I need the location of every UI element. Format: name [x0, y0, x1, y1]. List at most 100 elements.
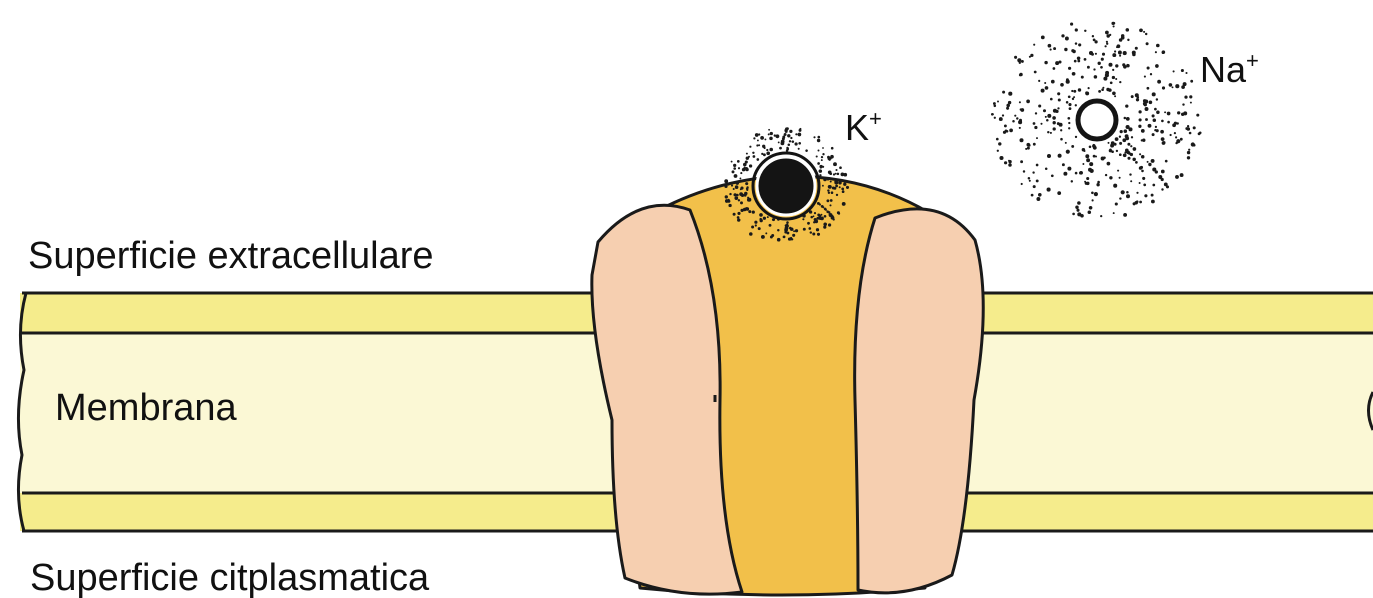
hydration-dot [1126, 194, 1130, 198]
hydration-dot [1175, 136, 1177, 138]
hydration-dot [807, 222, 810, 225]
hydration-dot [1080, 214, 1084, 218]
hydration-dot [1108, 142, 1110, 144]
hydration-dot [1177, 111, 1180, 114]
hydration-dot [761, 235, 765, 239]
hydration-dot [755, 133, 759, 137]
hydration-dot [768, 133, 770, 135]
extracellular-surface-label: Superficie extracellulare [28, 235, 434, 277]
hydration-dot [1051, 174, 1054, 177]
hydration-dot [732, 170, 735, 173]
hydration-dot [737, 218, 740, 221]
hydration-dot [830, 155, 834, 159]
sodium-core [1078, 101, 1116, 139]
hydration-dot [745, 182, 748, 185]
hydration-dot [782, 136, 785, 139]
hydration-dot [1021, 60, 1024, 63]
hydration-dot [783, 236, 785, 238]
hydration-dot [1156, 111, 1160, 115]
hydration-dot [1052, 116, 1056, 120]
hydration-dot [1152, 184, 1155, 187]
hydration-dot [1084, 181, 1086, 183]
hydration-dot [1059, 123, 1063, 127]
hydration-dot [1038, 193, 1042, 197]
hydration-dot [997, 150, 999, 152]
hydration-dot [1157, 80, 1161, 84]
hydration-dot [1117, 170, 1119, 172]
hydration-dot [1076, 209, 1079, 212]
hydration-dot [770, 132, 773, 135]
hydration-dot [993, 102, 996, 105]
hydration-dot [1124, 117, 1127, 120]
hydration-dot [1098, 62, 1101, 65]
hydration-dot [1026, 143, 1030, 147]
hydration-dot [1139, 166, 1142, 169]
hydration-dot [1089, 206, 1093, 210]
hydration-dot [1119, 55, 1121, 57]
hydration-dot [1119, 197, 1121, 199]
hydration-dot [1109, 34, 1111, 36]
hydration-dot [1144, 76, 1146, 78]
hydration-dot [786, 149, 789, 152]
hydration-dot [1019, 138, 1023, 142]
hydration-dot [1092, 35, 1094, 37]
hydration-dot [822, 206, 824, 208]
hydration-dot [1113, 25, 1115, 27]
hydration-dot [846, 186, 849, 189]
hydration-dot [1044, 61, 1047, 64]
hydration-dot [725, 195, 728, 198]
hydration-dot [1040, 123, 1042, 125]
hydration-dot [1055, 61, 1059, 65]
hydration-dot [795, 142, 798, 145]
hydration-dot [828, 170, 832, 174]
hydration-dot [1193, 126, 1196, 129]
hydration-dot [817, 162, 820, 165]
hydration-dot [1086, 182, 1089, 185]
hydration-dot [1150, 73, 1152, 75]
hydration-dot [755, 224, 757, 226]
cytoplasmic-surface-label: Superficie citplasmatica [30, 557, 430, 598]
hydration-dot [746, 153, 748, 155]
hydration-dot [1068, 103, 1071, 106]
hydration-dot [1119, 177, 1121, 179]
hydration-dot [1006, 104, 1010, 108]
hydration-dot [1161, 188, 1163, 190]
hydration-dot [1109, 149, 1112, 152]
hydration-dot [798, 148, 800, 150]
hydration-dot [1086, 177, 1089, 180]
hydration-dot [1147, 161, 1149, 163]
hydration-dot [1119, 142, 1122, 145]
hydration-dot [756, 144, 758, 146]
hydration-dot [1075, 136, 1077, 138]
hydration-dot [1079, 171, 1082, 174]
hydration-dot [785, 224, 788, 227]
hydration-dot [999, 156, 1003, 160]
hydration-dot [1062, 163, 1065, 166]
channel-subunit-right [855, 209, 984, 593]
hydration-dot [1144, 100, 1148, 104]
hydration-dot [1065, 37, 1069, 41]
hydration-dot [749, 146, 751, 148]
hydration-dot [1008, 160, 1010, 162]
hydration-dot [1174, 132, 1176, 134]
hydration-dot [1019, 101, 1021, 103]
hydration-dot [777, 238, 781, 242]
hydration-dot [842, 190, 844, 192]
hydration-dot [733, 188, 735, 190]
hydration-dot [1026, 100, 1030, 104]
hydration-dot [1126, 117, 1130, 121]
hydration-dot [1020, 108, 1022, 110]
hydration-dot [1112, 53, 1116, 57]
hydration-dot [819, 169, 823, 173]
hydration-dot [1075, 172, 1078, 175]
hydration-dot [1182, 103, 1184, 105]
hydration-dot [1078, 43, 1081, 46]
hydration-dot [1116, 46, 1118, 48]
hydration-dot [1066, 101, 1069, 104]
hydration-dot [1128, 127, 1132, 131]
hydration-dot [1087, 66, 1090, 69]
hydration-dot [1038, 104, 1041, 107]
hydration-dot [1145, 107, 1149, 111]
hydration-dot [738, 167, 740, 169]
hydration-dot [1066, 150, 1070, 154]
